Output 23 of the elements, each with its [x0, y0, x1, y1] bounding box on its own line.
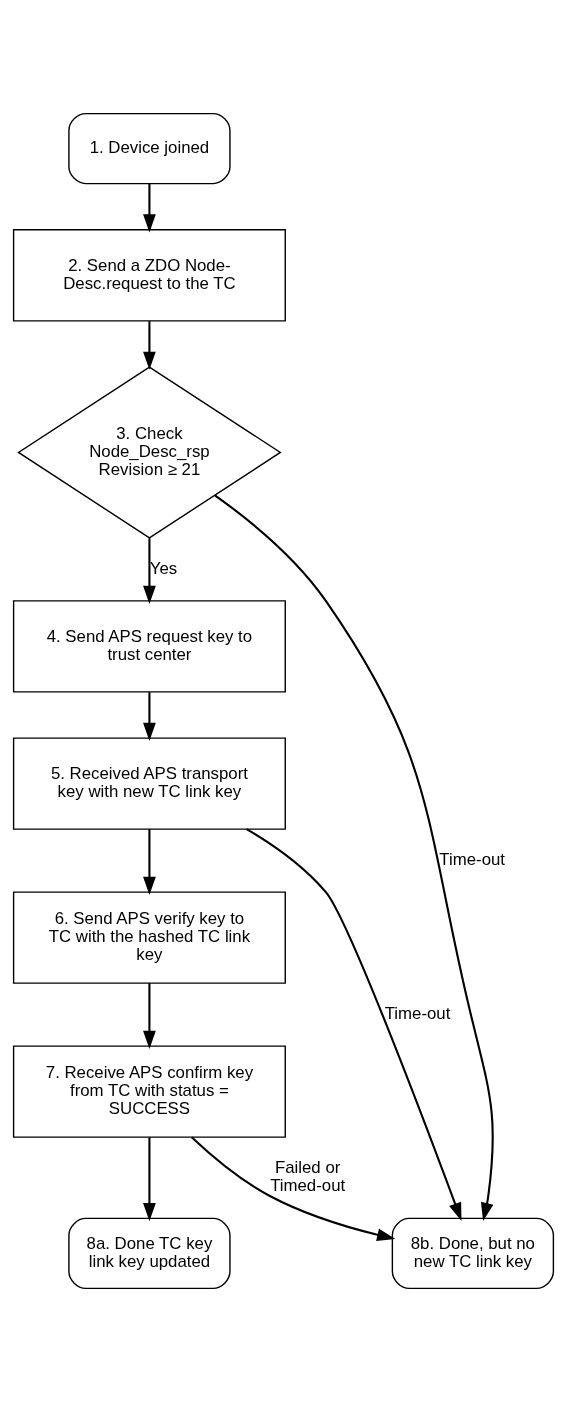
edge-label: Time-out	[439, 849, 506, 869]
arrow	[143, 1137, 156, 1222]
node-box: 8a. Done TC key link key updated	[68, 1217, 231, 1290]
node-box: 5. Received APS transport key with new TC link key	[12, 737, 286, 830]
arrow	[246, 828, 462, 1221]
edge-label: Failed or Timed-out	[270, 1158, 346, 1196]
node-box: 8b. Done, but no new TC link key	[391, 1217, 555, 1290]
arrow	[143, 829, 156, 895]
node-box: 7. Receive APS confirm key from TC with status = SUCCESS	[12, 1045, 286, 1138]
node-box: 6. Send APS verify key to TC with the hashed TC link key	[12, 891, 286, 984]
arrow	[190, 1136, 396, 1241]
edge-label: Time-out	[384, 1003, 451, 1023]
arrow	[143, 538, 156, 605]
node-diamond: 3. Check Node_Desc_rsp Revision ≥ 21	[17, 366, 282, 539]
arrow	[143, 321, 156, 370]
node-box: 2. Send a ZDO Node-Desc.request to the TC	[12, 229, 286, 322]
arrow	[214, 494, 494, 1222]
node-box: 4. Send APS request key to trust center	[12, 600, 286, 693]
edge-label: Yes	[149, 558, 178, 578]
arrow	[143, 692, 156, 742]
arrow	[143, 183, 156, 233]
node-box: 1. Device joined	[68, 112, 231, 185]
arrow	[143, 983, 156, 1049]
